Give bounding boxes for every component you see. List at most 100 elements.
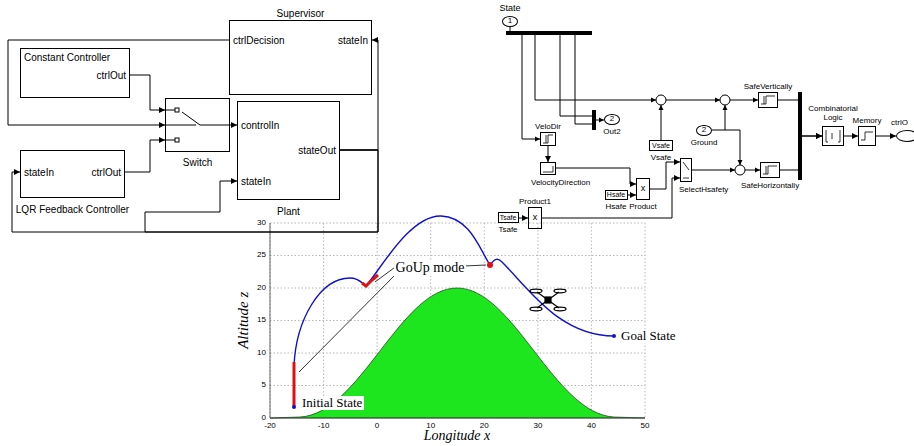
- annotation-label: Initial State: [300, 396, 364, 410]
- block-text: stateIn: [24, 167, 54, 178]
- tick-label: 20: [480, 422, 489, 431]
- memory-block: VelocityDirection: [540, 162, 556, 175]
- constant-block: TsafeTsafe: [498, 212, 519, 223]
- block-text: LQR Feedback Controller: [16, 204, 129, 215]
- block-text: Hsafe: [607, 191, 625, 199]
- axis-baseline: [270, 223, 645, 418]
- tick-label: -10: [318, 422, 330, 431]
- quadrotor-icon: [530, 289, 566, 311]
- tick-label: 10: [257, 349, 266, 358]
- axis-title: Longitude x: [424, 428, 491, 443]
- product-block: xProduct: [636, 178, 650, 200]
- block-text: SafeVertically: [744, 83, 792, 92]
- signal-line: [650, 162, 680, 189]
- block-text: controlIn: [241, 120, 279, 131]
- signal-line: [519, 218, 529, 219]
- inport-block: 2Ground: [696, 125, 712, 136]
- goup-segment: [294, 275, 378, 406]
- plot-grid: [270, 223, 645, 418]
- block-text: Product1: [519, 198, 551, 207]
- terrain-hill: [270, 288, 645, 418]
- block-text: Out2: [603, 128, 620, 137]
- sum-block: [720, 95, 730, 105]
- constant-block: VsafeVsafe: [649, 140, 673, 151]
- block-text: VelocityDirection: [531, 179, 590, 188]
- block-text: Tsafe: [500, 214, 517, 222]
- bus-bar: [506, 31, 592, 35]
- block-text: State: [500, 4, 521, 14]
- tick-label: 5: [262, 381, 266, 390]
- goup-point: [487, 262, 493, 268]
- switch-block: Switch: [165, 98, 230, 152]
- signal-line: [628, 195, 637, 196]
- tick-label: 0: [262, 414, 266, 423]
- sum-block: [656, 95, 666, 105]
- signal-line: [780, 136, 822, 170]
- block-text: Vsafe: [651, 154, 671, 163]
- block-text: 1: [508, 17, 512, 26]
- block-text: SafeHorizontally: [741, 182, 799, 191]
- tick-label: 40: [587, 422, 596, 431]
- memory-block: Memory: [858, 126, 876, 146]
- tick-label: 25: [257, 251, 266, 260]
- block-text: Vsafe: [652, 142, 670, 150]
- plant-block: controlInstateInstateOutPlant: [237, 101, 340, 200]
- block-text: stateIn: [241, 176, 271, 187]
- logic-block: Combinatorial Logic: [822, 126, 844, 146]
- signal-line: [8, 40, 229, 125]
- switch-block: SelectHsafety: [680, 158, 692, 182]
- annotation-label: GoUp mode: [394, 260, 467, 275]
- block-text: ctrlOut: [97, 70, 126, 81]
- signal-line: [876, 136, 896, 137]
- switch-contact: [175, 108, 179, 112]
- switch-symbol: [166, 110, 229, 140]
- tick-label: 0: [375, 422, 379, 431]
- constant-controller-block: Constant Controller ctrlOut: [20, 48, 130, 98]
- mux-bar: [592, 110, 596, 130]
- relay-block: SafeHorizontally: [760, 162, 780, 178]
- block-text: 2: [702, 126, 706, 135]
- tick-label: 15: [257, 316, 266, 325]
- trajectory: [294, 216, 614, 405]
- lqr-controller-block: stateInctrlOutLQR Feedback Controller: [20, 150, 125, 198]
- block-text: stateIn: [338, 35, 368, 46]
- block-text: Memory: [853, 117, 882, 126]
- block-text: Product: [629, 203, 657, 212]
- block-text: VeloDir: [535, 123, 561, 132]
- tick-label: -20: [264, 422, 276, 431]
- signal-line: [125, 140, 165, 172]
- block-text: 2: [610, 115, 614, 124]
- block-text: SelectHsafety: [679, 186, 728, 195]
- block-text: x: [533, 213, 538, 223]
- block-text: Hsafe: [606, 203, 627, 212]
- supervisor-block: SupervisorctrlDecisionstateIn: [229, 20, 372, 95]
- inport-block: State1: [502, 16, 518, 27]
- tick-label: 30: [257, 219, 266, 228]
- signal-line: [340, 40, 378, 150]
- axis-title: Altitude z: [236, 291, 253, 348]
- block-text: Ground: [691, 139, 718, 148]
- relay-block: SafeVertically: [758, 92, 778, 108]
- signal-wire: [510, 27, 760, 170]
- block-text: ctrlDecision: [233, 35, 285, 46]
- block-text: x: [641, 184, 646, 194]
- relay-block: VeloDir: [540, 132, 556, 146]
- block-text: Plant: [277, 206, 300, 217]
- signal-line: [130, 75, 165, 110]
- block-symbol: [543, 96, 873, 178]
- constant-block: HsafeHsafe: [605, 190, 628, 200]
- block-text: stateOut: [298, 145, 336, 156]
- product-block: xProduct1: [528, 207, 542, 229]
- tick-label: 20: [257, 284, 266, 293]
- signal-line: [145, 150, 378, 232]
- block-text: Constant Controller: [24, 52, 110, 63]
- tick-label: 50: [641, 422, 650, 431]
- block-text: ctrlO: [891, 119, 908, 128]
- outport-block: ctrlO: [896, 130, 914, 142]
- wire-arrowhead: [535, 98, 760, 173]
- switch-contact: [175, 138, 179, 142]
- annotation-label: Goal State: [619, 329, 678, 343]
- initial-point: [292, 405, 296, 409]
